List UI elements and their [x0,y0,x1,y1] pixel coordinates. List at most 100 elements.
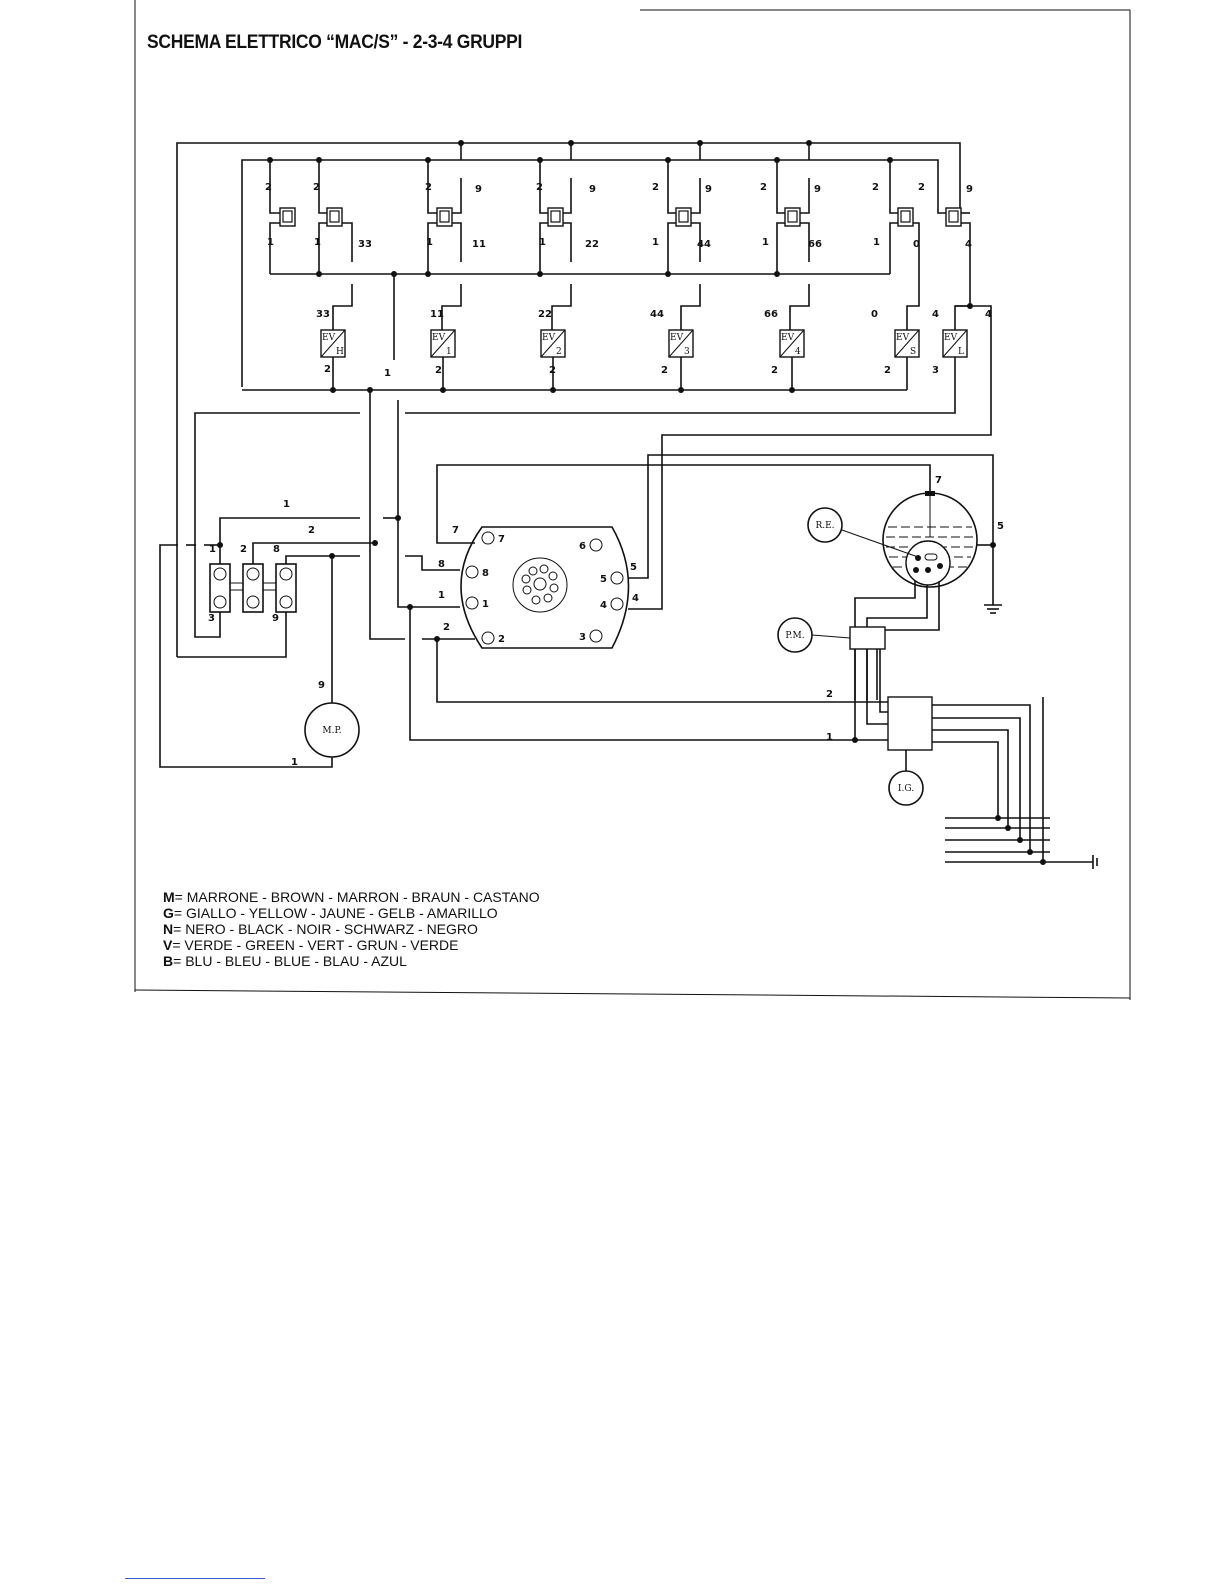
wire-number-label: 1 [314,237,321,248]
wire-number-label: 44 [650,309,664,320]
wire-number-label: 66 [808,239,822,250]
wire-number-label: 9 [589,184,596,195]
wire-number-label: 2 [313,182,320,193]
wire-number-label: 4 [985,309,992,320]
wire-number-label: 1 [438,590,445,601]
pm-label: P.M. [785,631,804,641]
motor-pump-label: M.P. [322,726,341,736]
pin-terminal [610,571,624,585]
legend-row: V= VERDE - GREEN - VERT - GRUN - VERDE [163,937,540,953]
wire-number-label: 5 [997,521,1004,532]
pin-number: 6 [579,541,586,552]
junction-dots [217,140,1046,865]
legend-text: = BLU - BLEU - BLUE - BLAU - AZUL [173,953,407,969]
ev-prefix: EV [322,333,336,343]
legend-text: = MARRONE - BROWN - MARRON - BRAUN - CAS… [174,889,540,905]
legend-text: = GIALLO - YELLOW - JAUNE - GELB - AMARI… [173,905,498,921]
motor-pump: M.P. [304,702,360,758]
wire-number-label: 1 [291,757,298,768]
pressure-switch-pm: P.M. [777,617,886,700]
pin-terminal [465,565,479,579]
solenoid-valve-s: EVS [894,329,920,390]
main-switch-block [209,563,297,613]
wire-number-label: 2 [918,182,925,193]
wire-number-label: 8 [273,544,280,555]
ev-sub: H [336,347,344,357]
ev-prefix: EV [542,333,556,343]
wire-number-label: 1 [652,237,659,248]
ev-prefix: EV [432,333,446,343]
wire-number-label: 5 [630,562,637,573]
ig-label: I.G. [898,784,914,794]
wire-number-label: 1 [762,237,769,248]
pin-number: 5 [600,574,607,585]
solenoid-valve-2: EV2 [540,329,566,390]
pin-number: 4 [600,600,607,611]
ev-sub: 3 [684,347,690,357]
wire-number-label: 3 [208,613,215,624]
solenoid-valve-4: EV4 [779,329,805,390]
ev-sub: 1 [446,347,452,357]
selector-switch [539,143,572,330]
wire-number-label: 4 [932,309,939,320]
wire-number-label: 2 [265,182,272,193]
wire-number-label: 11 [430,309,444,320]
ev-sub: L [958,347,964,357]
pin-terminal [481,531,495,545]
solenoid-valve-3: EV3 [668,329,694,390]
wire-number-label: 9 [814,184,821,195]
wire-number-label: 3 [932,365,939,376]
legend-code: B [163,953,174,969]
wire-number-label: 9 [705,184,712,195]
ev-sub: 2 [556,347,562,357]
legend-row: N= NERO - BLACK - NOIR - SCHWARZ - NEGRO [163,921,540,937]
ev-prefix: EV [781,333,795,343]
wire-number-label: 2 [884,365,891,376]
selector-switch [889,160,920,330]
wire-number-label: 8 [438,559,445,570]
legend-row: M= MARRONE - BROWN - MARRON - BRAUN - CA… [163,889,540,905]
wire-number-label: 2 [308,525,315,536]
wire-number-label: 2 [661,365,668,376]
pin-terminal [589,538,603,552]
selector-switch [776,143,810,330]
wire-number-label: 7 [935,475,942,486]
wire-number-label: 33 [358,239,372,250]
solenoid-valve-1: EV1 [430,329,456,390]
wire-number-label: 9 [318,680,325,691]
lower-wiring [159,274,1098,869]
boiler-tank [882,491,978,588]
pin-number: 7 [498,534,505,545]
solenoid-valve-l: EVL [942,305,970,372]
page-frame [134,0,1131,1000]
wire-number-label: 2 [536,182,543,193]
wire-number-label: 2 [771,365,778,376]
ev-sub: S [910,347,916,357]
wire-number-label: 2 [240,544,247,555]
wire-number-label: 1 [826,732,833,743]
pin-number: 2 [498,634,505,645]
selector-switch [427,143,462,330]
footer-underline [125,1578,265,1579]
wire-number-label: 2 [872,182,879,193]
selector-switch [269,160,296,274]
pin-number: 3 [579,632,586,643]
wire-number-label: 1 [267,237,274,248]
pin-terminal [589,629,603,643]
ev-sub: 4 [795,347,801,357]
wire-number-label: 1 [384,368,391,379]
wire-number-label: 4 [965,239,972,250]
wire-number-label: 9 [272,613,279,624]
wire-number-label: 0 [913,239,920,250]
wire-number-label: 1 [283,499,290,510]
solenoid-valve-h: EVH [320,329,346,390]
legend-row: B= BLU - BLEU - BLUE - BLAU - AZUL [163,953,540,969]
wire-number-label: 22 [538,309,552,320]
wire-number-label: 4 [632,593,639,604]
wire-number-label: 7 [452,525,459,536]
wire-number-label: 11 [472,239,486,250]
